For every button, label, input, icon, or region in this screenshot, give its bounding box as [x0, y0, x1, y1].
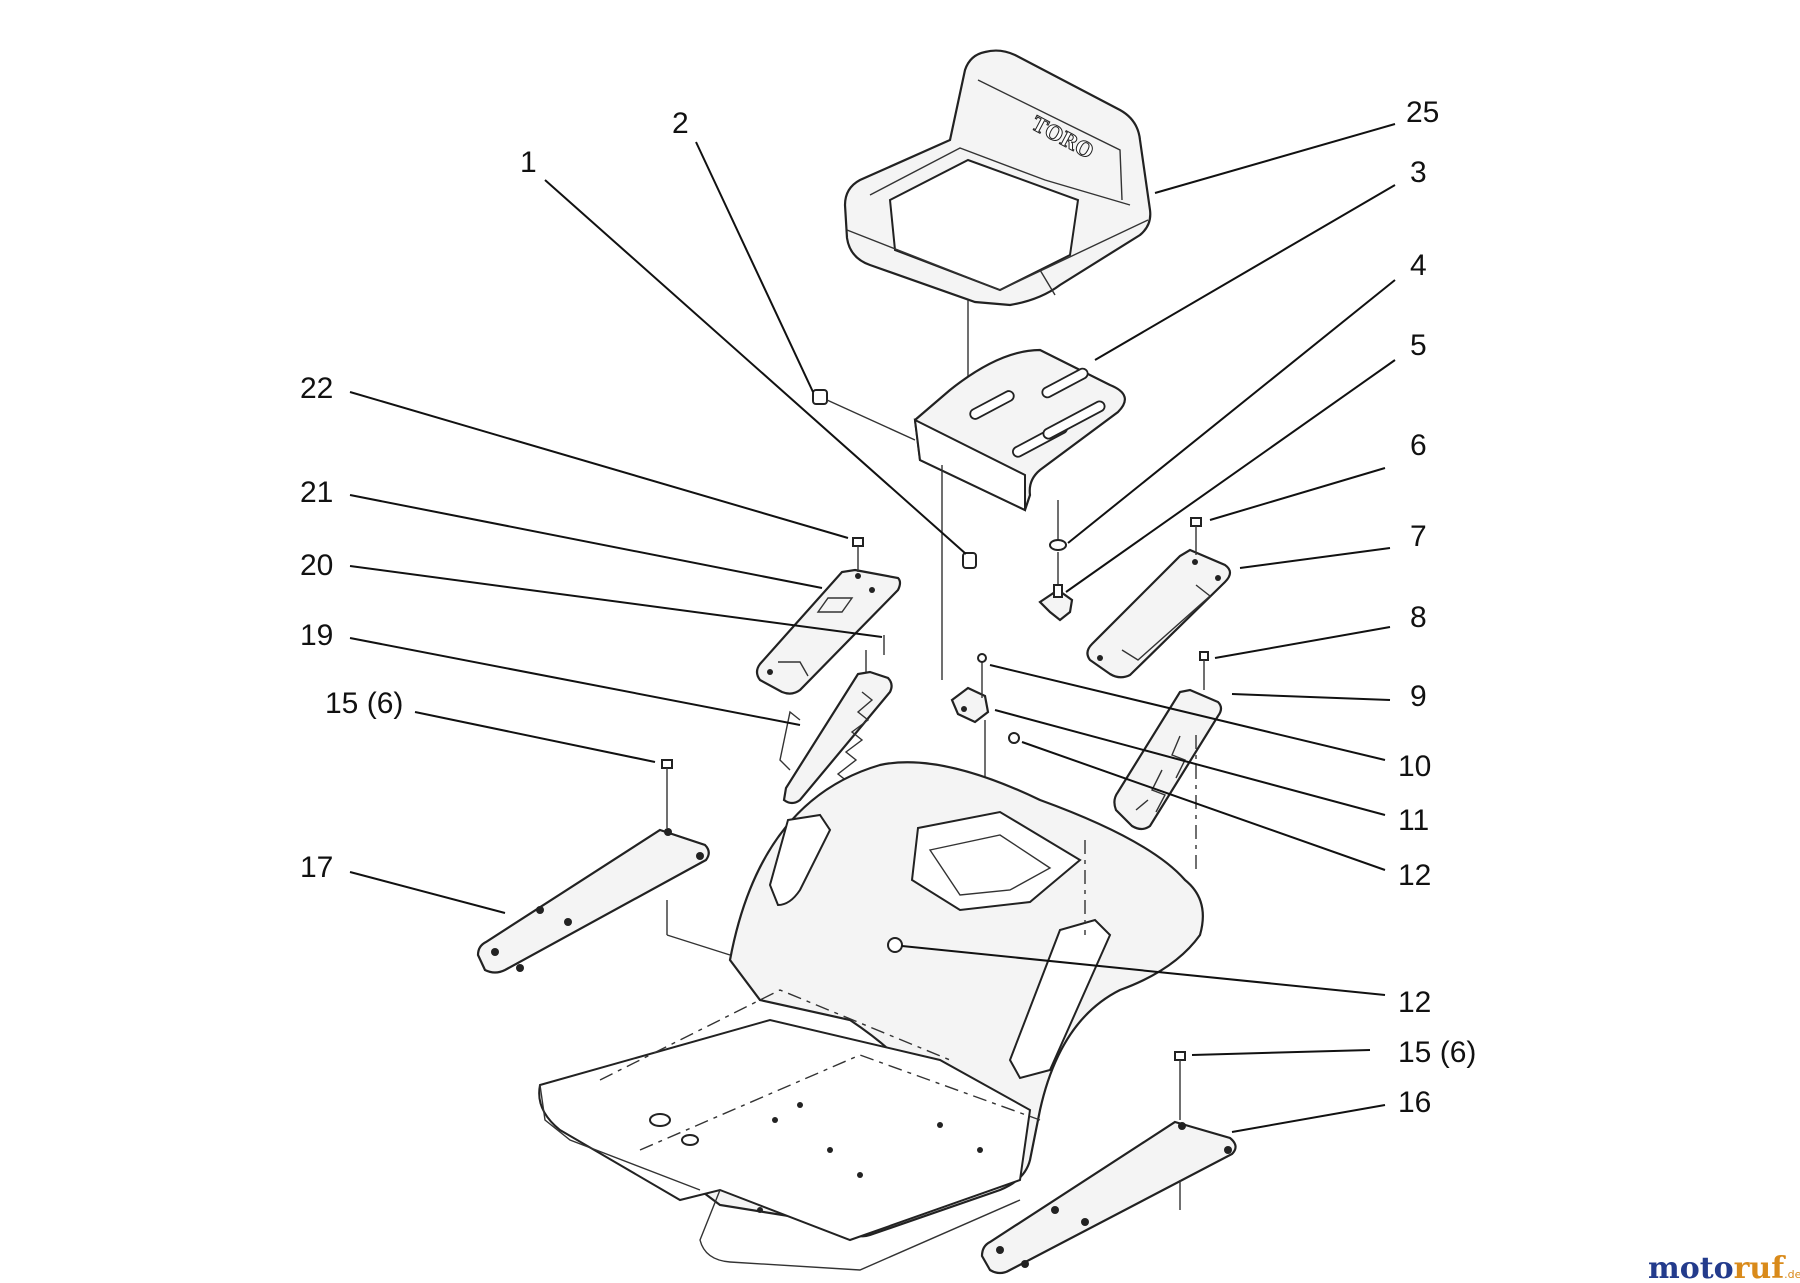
- frame-body: [538, 761, 1204, 1271]
- seat: TORO: [843, 49, 1152, 307]
- callout-25: 25: [1406, 96, 1439, 129]
- seat-plate: [913, 348, 1126, 512]
- callout-2: 2: [672, 107, 689, 140]
- plate-21: [755, 568, 902, 695]
- bolt-1: [962, 552, 977, 569]
- watermark-part1: moto: [1648, 1251, 1734, 1283]
- watermark-part2: ruf: [1734, 1251, 1787, 1283]
- callout-22: 22: [300, 372, 333, 405]
- callout-21: 21: [300, 476, 333, 509]
- callout-labels: 25 2 1 3 4 5 22 6 21 7 20 8 19 9 15 (6) …: [300, 96, 1476, 1119]
- plate-9: [1113, 688, 1223, 831]
- svg-text:motoruf.de: motoruf.de: [1648, 1251, 1800, 1283]
- callout-10: 10: [1398, 750, 1431, 783]
- callout-1: 1: [520, 146, 537, 179]
- callout-4: 4: [1410, 249, 1427, 282]
- callout-8: 8: [1410, 601, 1427, 634]
- callout-6: 6: [1410, 429, 1427, 462]
- cap-6: [1190, 517, 1202, 527]
- screw-8: [1199, 651, 1209, 661]
- callout-16: 16: [1398, 1086, 1431, 1119]
- callout-3: 3: [1410, 156, 1427, 189]
- washer-4: [1049, 539, 1067, 551]
- callout-20: 20: [300, 549, 333, 582]
- callout-12-upper: 12: [1398, 859, 1431, 892]
- nut-2: [812, 389, 916, 441]
- callout-9: 9: [1410, 680, 1427, 713]
- callout-11: 11: [1398, 804, 1429, 837]
- plate-19: [779, 670, 893, 805]
- callout-15-left: 15 (6): [325, 687, 403, 720]
- knob-5: [1038, 584, 1074, 622]
- leader-lines: [349, 123, 1396, 1133]
- cap-22: [852, 537, 864, 547]
- callout-5: 5: [1410, 329, 1427, 362]
- cap-15-left: [661, 759, 673, 769]
- plate-17: [476, 828, 710, 974]
- watermark-logo: motoruf.de: [1648, 1251, 1800, 1283]
- callout-19: 19: [300, 619, 333, 652]
- watermark-suffix: .de: [1784, 1268, 1800, 1281]
- plate-16: [980, 1120, 1237, 1275]
- cap-15-right: [1174, 1051, 1186, 1061]
- callout-7: 7: [1410, 520, 1427, 553]
- callout-17: 17: [300, 851, 333, 884]
- callout-15-right: 15 (6): [1398, 1036, 1476, 1069]
- plate-7: [1086, 548, 1232, 679]
- callout-12-lower: 12: [1398, 986, 1431, 1019]
